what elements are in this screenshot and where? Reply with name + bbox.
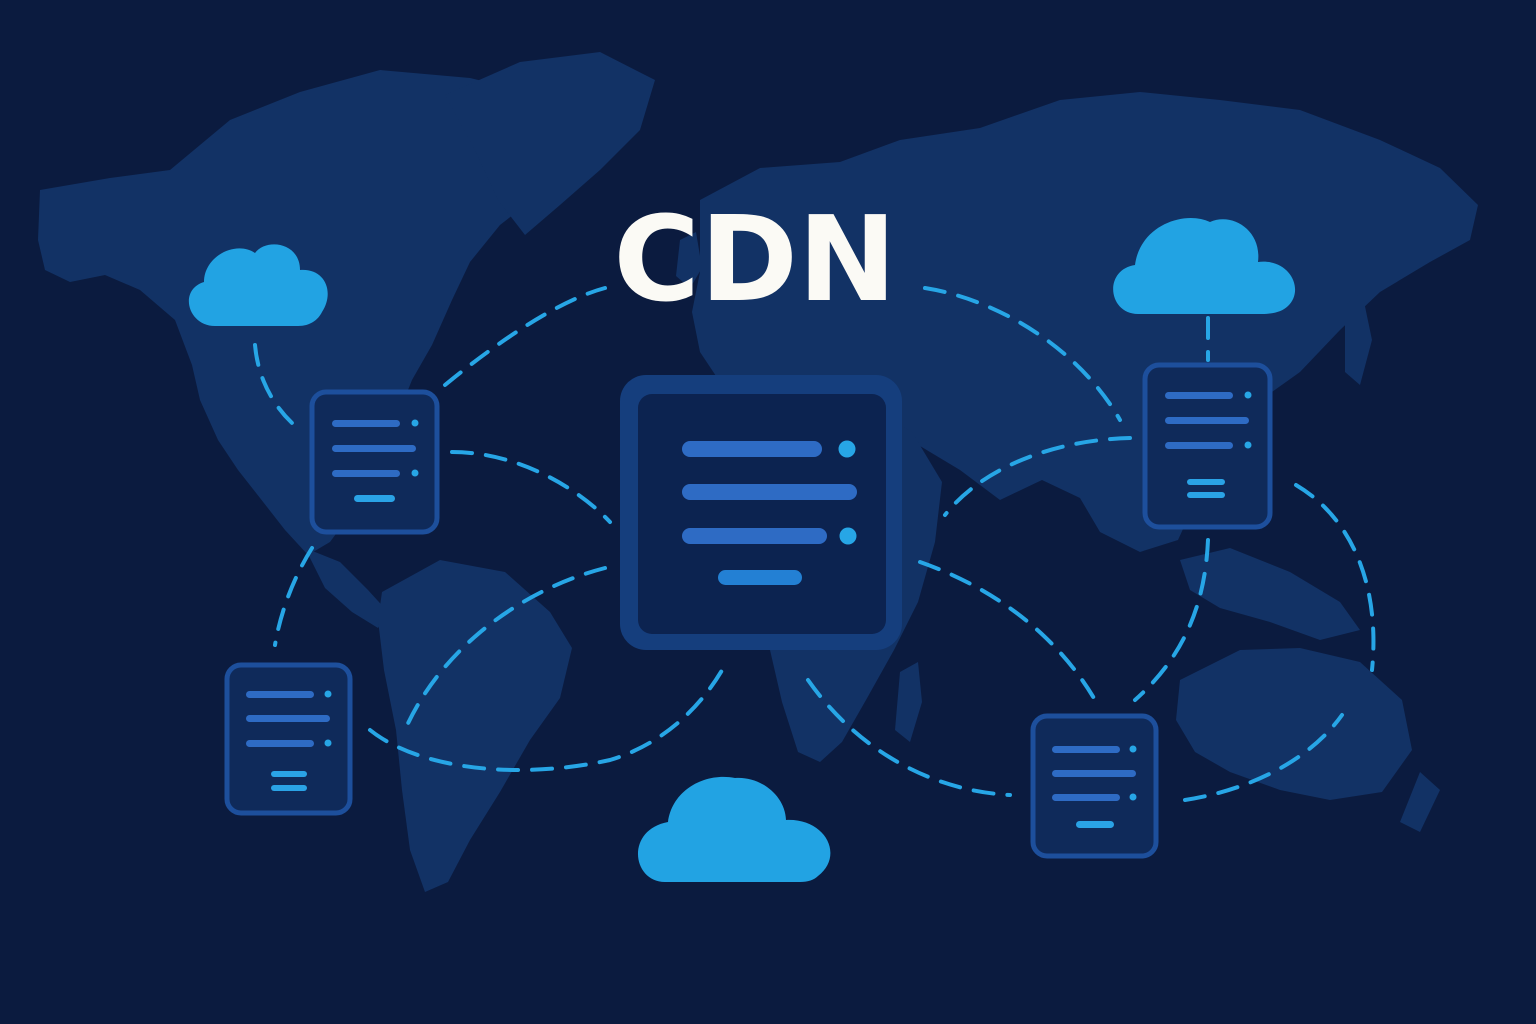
- server-icon: [1030, 713, 1159, 859]
- cloud-icon: [637, 776, 831, 882]
- server-sw-led-2: [324, 739, 332, 747]
- server-ne-line-3: [1165, 442, 1233, 449]
- world-map: [38, 52, 1478, 892]
- main-server: [620, 375, 902, 650]
- server-ne-line-2: [1165, 417, 1249, 424]
- link-main-to-server-se: [918, 560, 1097, 702]
- link-cloud-nw-to-server-nw: [253, 343, 302, 432]
- server-se-bar: [1076, 821, 1114, 828]
- island-new-zealand: [1400, 772, 1440, 832]
- main-server-led-2: [839, 527, 857, 545]
- server-sw-led-1: [324, 690, 332, 698]
- main-server-line-2: [682, 484, 857, 500]
- server-sw-line-2: [246, 715, 330, 722]
- link-server-sw-loop: [368, 663, 727, 772]
- link-arc-top-right: [923, 286, 1122, 422]
- server-sw-bar-1: [271, 771, 307, 777]
- main-server-screen: [638, 394, 886, 634]
- server-se-led-2: [1129, 793, 1137, 801]
- server-nw-line-2: [332, 445, 416, 452]
- server-se-frame: [1030, 713, 1159, 859]
- server-se-line-1: [1052, 746, 1120, 753]
- link-server-nw-to-main: [450, 450, 612, 524]
- server-nw-led-2: [411, 469, 419, 477]
- connections: [253, 286, 1376, 802]
- server-nw-line-3: [332, 470, 400, 477]
- server-nw-bar: [354, 495, 395, 502]
- server-ne-led-2: [1244, 441, 1252, 449]
- server-se-led-1: [1129, 745, 1137, 753]
- server-icon: [224, 662, 353, 816]
- main-server-line-1: [682, 441, 822, 457]
- cloud-icon: [1113, 217, 1296, 314]
- main-server-line-3: [682, 528, 827, 544]
- cloud-icon: [188, 244, 328, 326]
- continent-australia: [1176, 648, 1412, 800]
- server-se-line-2: [1052, 770, 1136, 777]
- main-server-led-1: [838, 440, 856, 458]
- island-madagascar: [895, 662, 922, 742]
- server-ne-bar-1: [1187, 479, 1225, 485]
- island-japan: [1345, 292, 1372, 385]
- server-sw-line-1: [246, 691, 314, 698]
- cloud-northwest: [188, 244, 328, 326]
- server-sw-frame: [224, 662, 353, 816]
- server-nw-led-1: [411, 419, 419, 427]
- main-server-bar: [718, 570, 802, 585]
- server-sw-bar-2: [271, 785, 307, 791]
- link-main-arc-sw: [403, 566, 607, 732]
- link-main-loop-se: [806, 678, 1012, 797]
- link-server-ne-to-main: [943, 436, 1132, 517]
- server-ne-led-1: [1244, 391, 1252, 399]
- link-server-nw-to-server-sw: [273, 546, 314, 647]
- link-arc-top-left: [443, 286, 607, 387]
- continent-central-america: [305, 548, 388, 628]
- server-ne-bar-2: [1187, 492, 1225, 498]
- continent-eurasia: [692, 92, 1478, 552]
- page-title: CDN: [613, 190, 896, 328]
- server-nw-frame: [309, 389, 440, 535]
- cloud-northeast: [1113, 217, 1296, 314]
- islands-southeast-asia: [1180, 548, 1360, 640]
- server-se-line-3: [1052, 794, 1120, 801]
- link-server-ne-arc-east: [1294, 483, 1376, 672]
- server-icon: [1142, 362, 1273, 530]
- server-nw-line-1: [332, 420, 400, 427]
- continent-greenland: [445, 52, 655, 235]
- cloud-south: [637, 776, 831, 882]
- server-sw-line-3: [246, 740, 314, 747]
- server-ne-line-1: [1165, 392, 1233, 399]
- continent-south-america: [378, 560, 572, 892]
- server-icon: [309, 389, 440, 535]
- island-uk: [676, 232, 702, 288]
